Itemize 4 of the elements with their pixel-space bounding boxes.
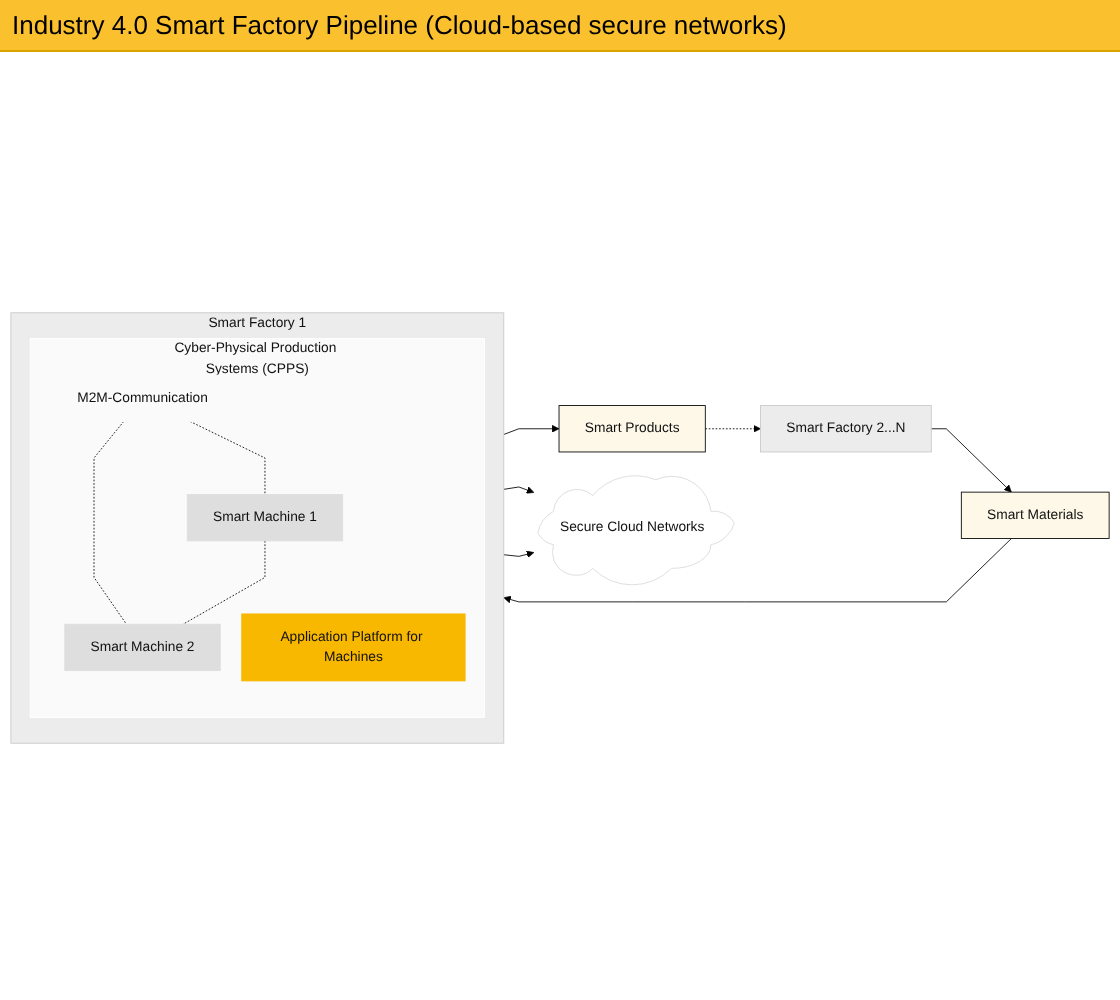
connector — [189, 421, 266, 495]
diagram-title: Industry 4.0 Smart Factory Pipeline (Cloud-based secure networks) — [0, 0, 1120, 52]
connector — [93, 421, 127, 625]
connector — [182, 540, 266, 625]
